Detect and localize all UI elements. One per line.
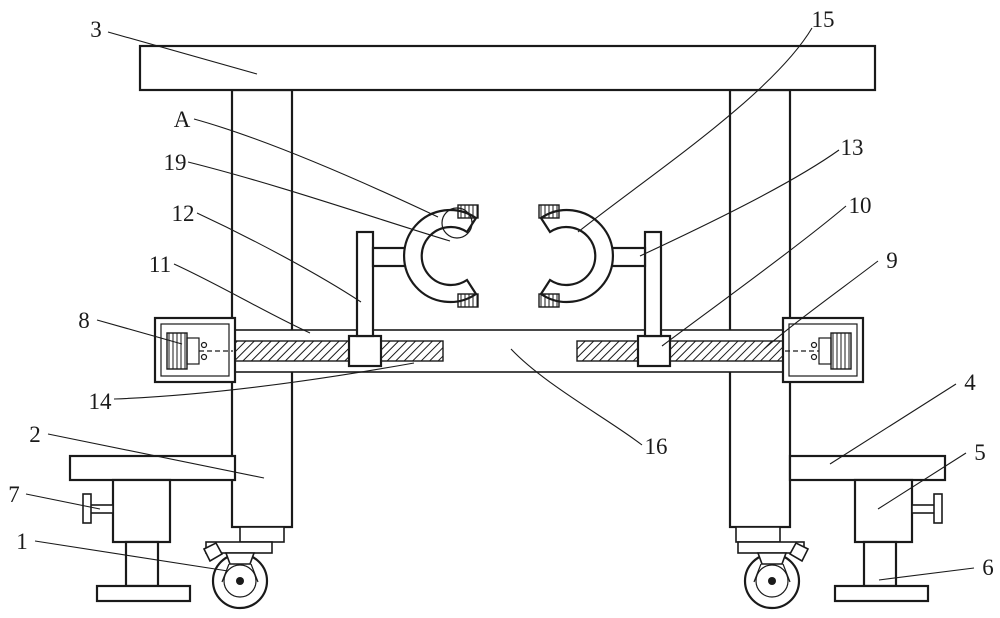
right-jack-base xyxy=(833,584,930,603)
left-brake-pedal xyxy=(202,541,224,563)
right-wheel-inner xyxy=(755,564,789,598)
left-box-inner xyxy=(160,323,230,377)
leader-12 xyxy=(196,212,362,303)
right-clamp-pad-top xyxy=(538,204,560,219)
label-3: 3 xyxy=(90,17,102,42)
leader-5 xyxy=(877,452,967,510)
left-bolt-bottom xyxy=(200,353,208,361)
leader-1 xyxy=(34,540,229,572)
leader-8 xyxy=(96,319,183,345)
right-leg-stub xyxy=(735,526,781,543)
right-handle-bar xyxy=(933,493,943,524)
label-1: 1 xyxy=(16,529,28,554)
right-handle-shaft xyxy=(911,504,936,514)
left-jack-base xyxy=(95,584,192,603)
right-arm xyxy=(609,246,647,268)
left-wheel-inner xyxy=(223,564,257,598)
label-9: 9 xyxy=(886,248,898,273)
right-post xyxy=(643,230,663,338)
clamp-assembly xyxy=(355,204,663,338)
leader-lines xyxy=(25,27,975,581)
label-15: 15 xyxy=(812,7,835,32)
right-threaded-rod xyxy=(576,340,784,362)
reference-labels: 3 15 A 13 19 12 10 11 9 8 4 14 2 16 7 5 … xyxy=(8,7,994,580)
left-clamp xyxy=(402,208,478,304)
left-jack-box xyxy=(111,478,172,544)
label-7: 7 xyxy=(8,482,20,507)
label-10: 10 xyxy=(849,193,872,218)
left-jack-assembly xyxy=(68,454,237,603)
right-brake-pedal xyxy=(788,541,810,563)
label-12: 12 xyxy=(172,201,195,226)
left-handle-shaft xyxy=(89,504,114,514)
leader-19 xyxy=(187,161,451,242)
leader-14 xyxy=(113,362,415,400)
label-5: 5 xyxy=(974,440,986,465)
leader-a xyxy=(193,118,439,218)
right-clamp xyxy=(539,208,615,304)
left-jack-column xyxy=(124,540,160,588)
left-caster-neck xyxy=(224,552,256,565)
left-threaded-rod xyxy=(234,340,444,362)
right-caster-fork xyxy=(753,563,791,583)
leader-11 xyxy=(173,263,311,334)
leader-6 xyxy=(878,567,975,581)
right-caster xyxy=(737,541,810,610)
label-2: 2 xyxy=(29,422,41,447)
left-wheel-hub xyxy=(236,577,244,585)
frame-legs xyxy=(230,88,792,543)
right-slider-block xyxy=(636,334,672,368)
leader-7 xyxy=(25,493,101,510)
left-platform xyxy=(68,454,237,482)
left-post xyxy=(355,230,375,338)
right-bolt-bottom xyxy=(810,353,818,361)
leader-10 xyxy=(661,205,847,347)
left-drive-box xyxy=(153,316,237,384)
label-14: 14 xyxy=(89,389,113,414)
right-bolt-top xyxy=(810,341,818,349)
leader-3 xyxy=(107,31,258,75)
leader-15 xyxy=(577,27,813,233)
detail-circle-a xyxy=(441,207,473,239)
leader-16 xyxy=(510,348,643,446)
right-caster-neck xyxy=(756,552,788,565)
left-motor xyxy=(166,332,188,370)
left-leg-stub xyxy=(239,526,285,543)
leader-9 xyxy=(763,260,879,350)
left-arm xyxy=(371,246,408,268)
left-bolt-top xyxy=(200,341,208,349)
right-jack-box xyxy=(853,478,914,544)
leader-4 xyxy=(829,383,957,465)
right-leg xyxy=(728,88,792,529)
left-caster xyxy=(202,541,273,610)
right-jack-assembly xyxy=(788,454,947,603)
right-wheel-hub xyxy=(768,577,776,585)
right-platform xyxy=(788,454,947,482)
label-13: 13 xyxy=(841,135,864,160)
label-16: 16 xyxy=(645,434,668,459)
left-clamp-pad-bottom xyxy=(457,293,479,308)
left-caster-fork xyxy=(221,563,259,583)
label-19: 19 xyxy=(164,150,187,175)
leader-2 xyxy=(47,433,265,479)
left-slider-block xyxy=(347,334,383,368)
label-a: A xyxy=(174,107,191,132)
cross-beam-assembly xyxy=(153,316,865,384)
right-motor xyxy=(830,332,852,370)
label-8: 8 xyxy=(78,308,90,333)
label-4: 4 xyxy=(964,370,976,395)
label-6: 6 xyxy=(982,555,994,580)
right-clamp-pad-bottom xyxy=(538,293,560,308)
right-box-inner xyxy=(788,323,858,377)
leader-13 xyxy=(639,149,840,257)
left-clamp-pad-top xyxy=(457,204,479,219)
right-drive-box xyxy=(781,316,865,384)
left-handle-bar xyxy=(82,493,92,524)
label-11: 11 xyxy=(149,252,171,277)
top-plate xyxy=(138,44,877,92)
